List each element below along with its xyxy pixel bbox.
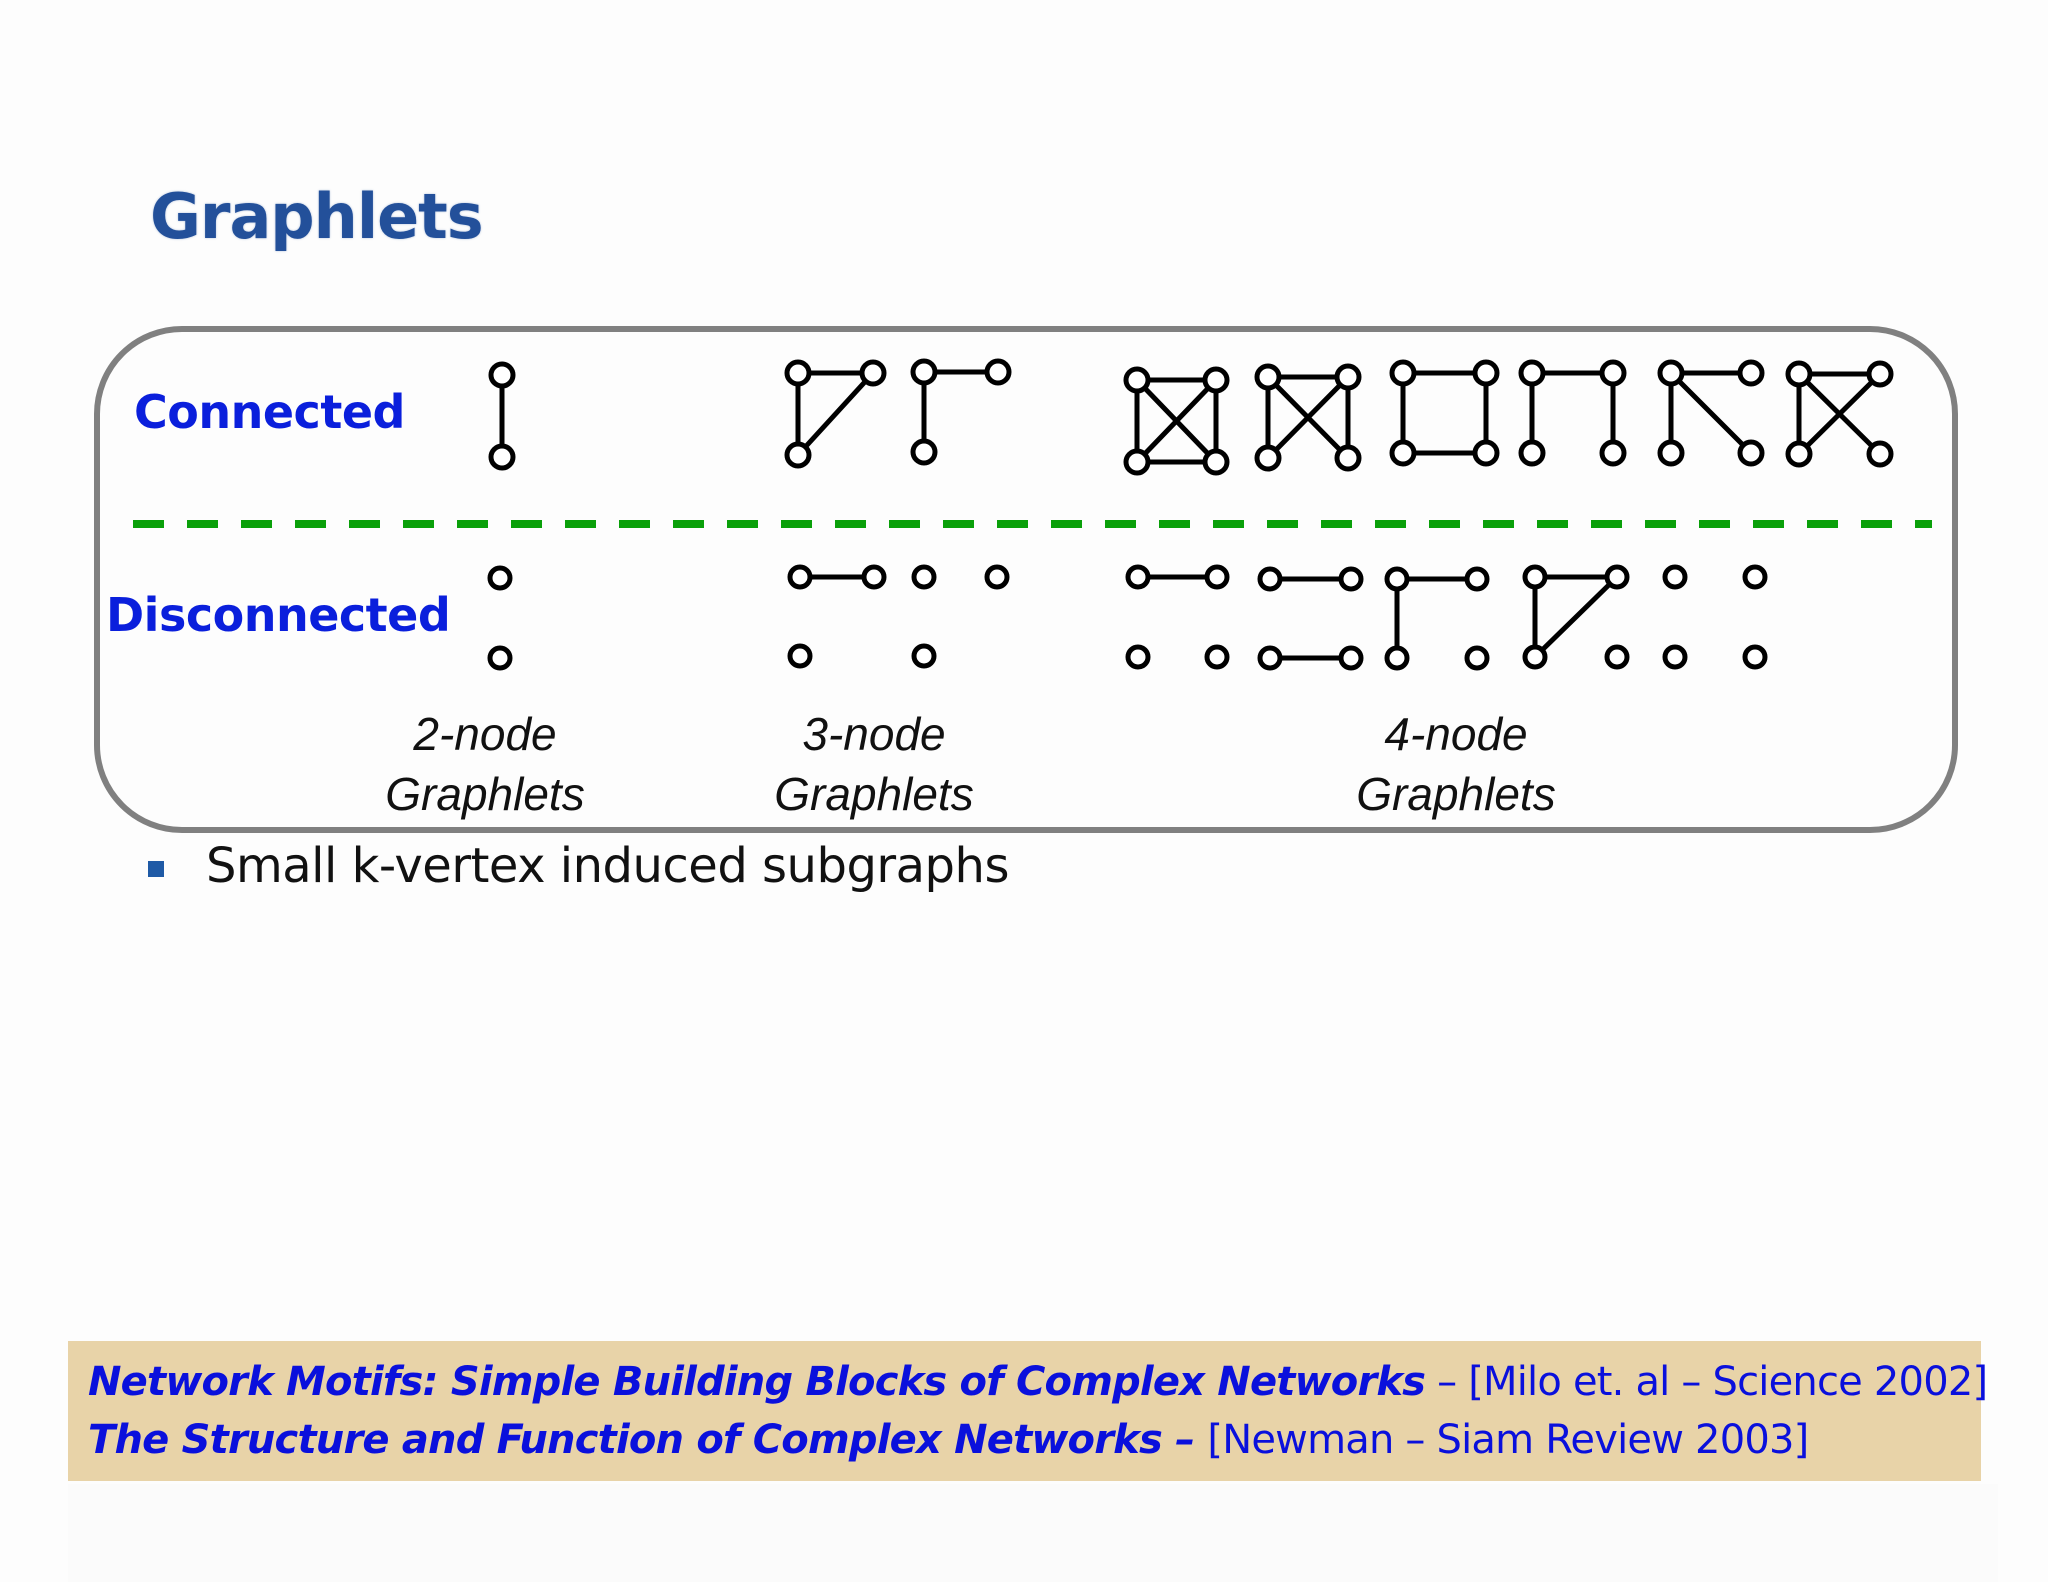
citation-reference: [Milo et. al – Science 2002] [1468, 1359, 1988, 1405]
citation-box: Network Motifs: Simple Building Blocks o… [68, 1341, 1988, 1481]
figure-frame [94, 326, 1958, 833]
citation-title: Network Motifs: Simple Building Blocks o… [88, 1359, 1426, 1405]
graphlets-diagram [94, 326, 1958, 833]
size-label-line1: 3-node [802, 708, 946, 760]
slide-title: Graphlets [150, 180, 484, 253]
size-label-line2: Graphlets [1356, 768, 1556, 820]
nodes [487, 358, 1894, 671]
graphlets-figure: Connected Disconnected 2-node Graphlets … [94, 326, 1958, 833]
footer-area [68, 1484, 1998, 1582]
size-label-3-node: 3-node Graphlets [714, 704, 1034, 824]
size-label-4-node: 4-node Graphlets [1296, 704, 1616, 824]
citation-reference: [Newman – Siam Review 2003] [1207, 1417, 1809, 1463]
size-label-line2: Graphlets [385, 768, 585, 820]
size-label-2-node: 2-node Graphlets [325, 704, 645, 824]
citation-title: The Structure and Function of Complex Ne… [88, 1417, 1163, 1463]
citation-separator: – [1425, 1359, 1469, 1405]
citation-separator: – [1161, 1417, 1208, 1463]
size-label-line2: Graphlets [774, 768, 974, 820]
bullet-square-icon [148, 861, 164, 877]
edges [499, 369, 1882, 661]
connected-label: Connected [134, 385, 405, 439]
citation-1: Network Motifs: Simple Building Blocks o… [88, 1359, 1988, 1405]
citation-2: The Structure and Function of Complex Ne… [88, 1417, 1809, 1463]
bullet-text: Small k-vertex induced subgraphs [206, 838, 1009, 894]
size-label-line1: 4-node [1384, 708, 1528, 760]
disconnected-label: Disconnected [106, 588, 451, 642]
size-label-line1: 2-node [413, 708, 557, 760]
